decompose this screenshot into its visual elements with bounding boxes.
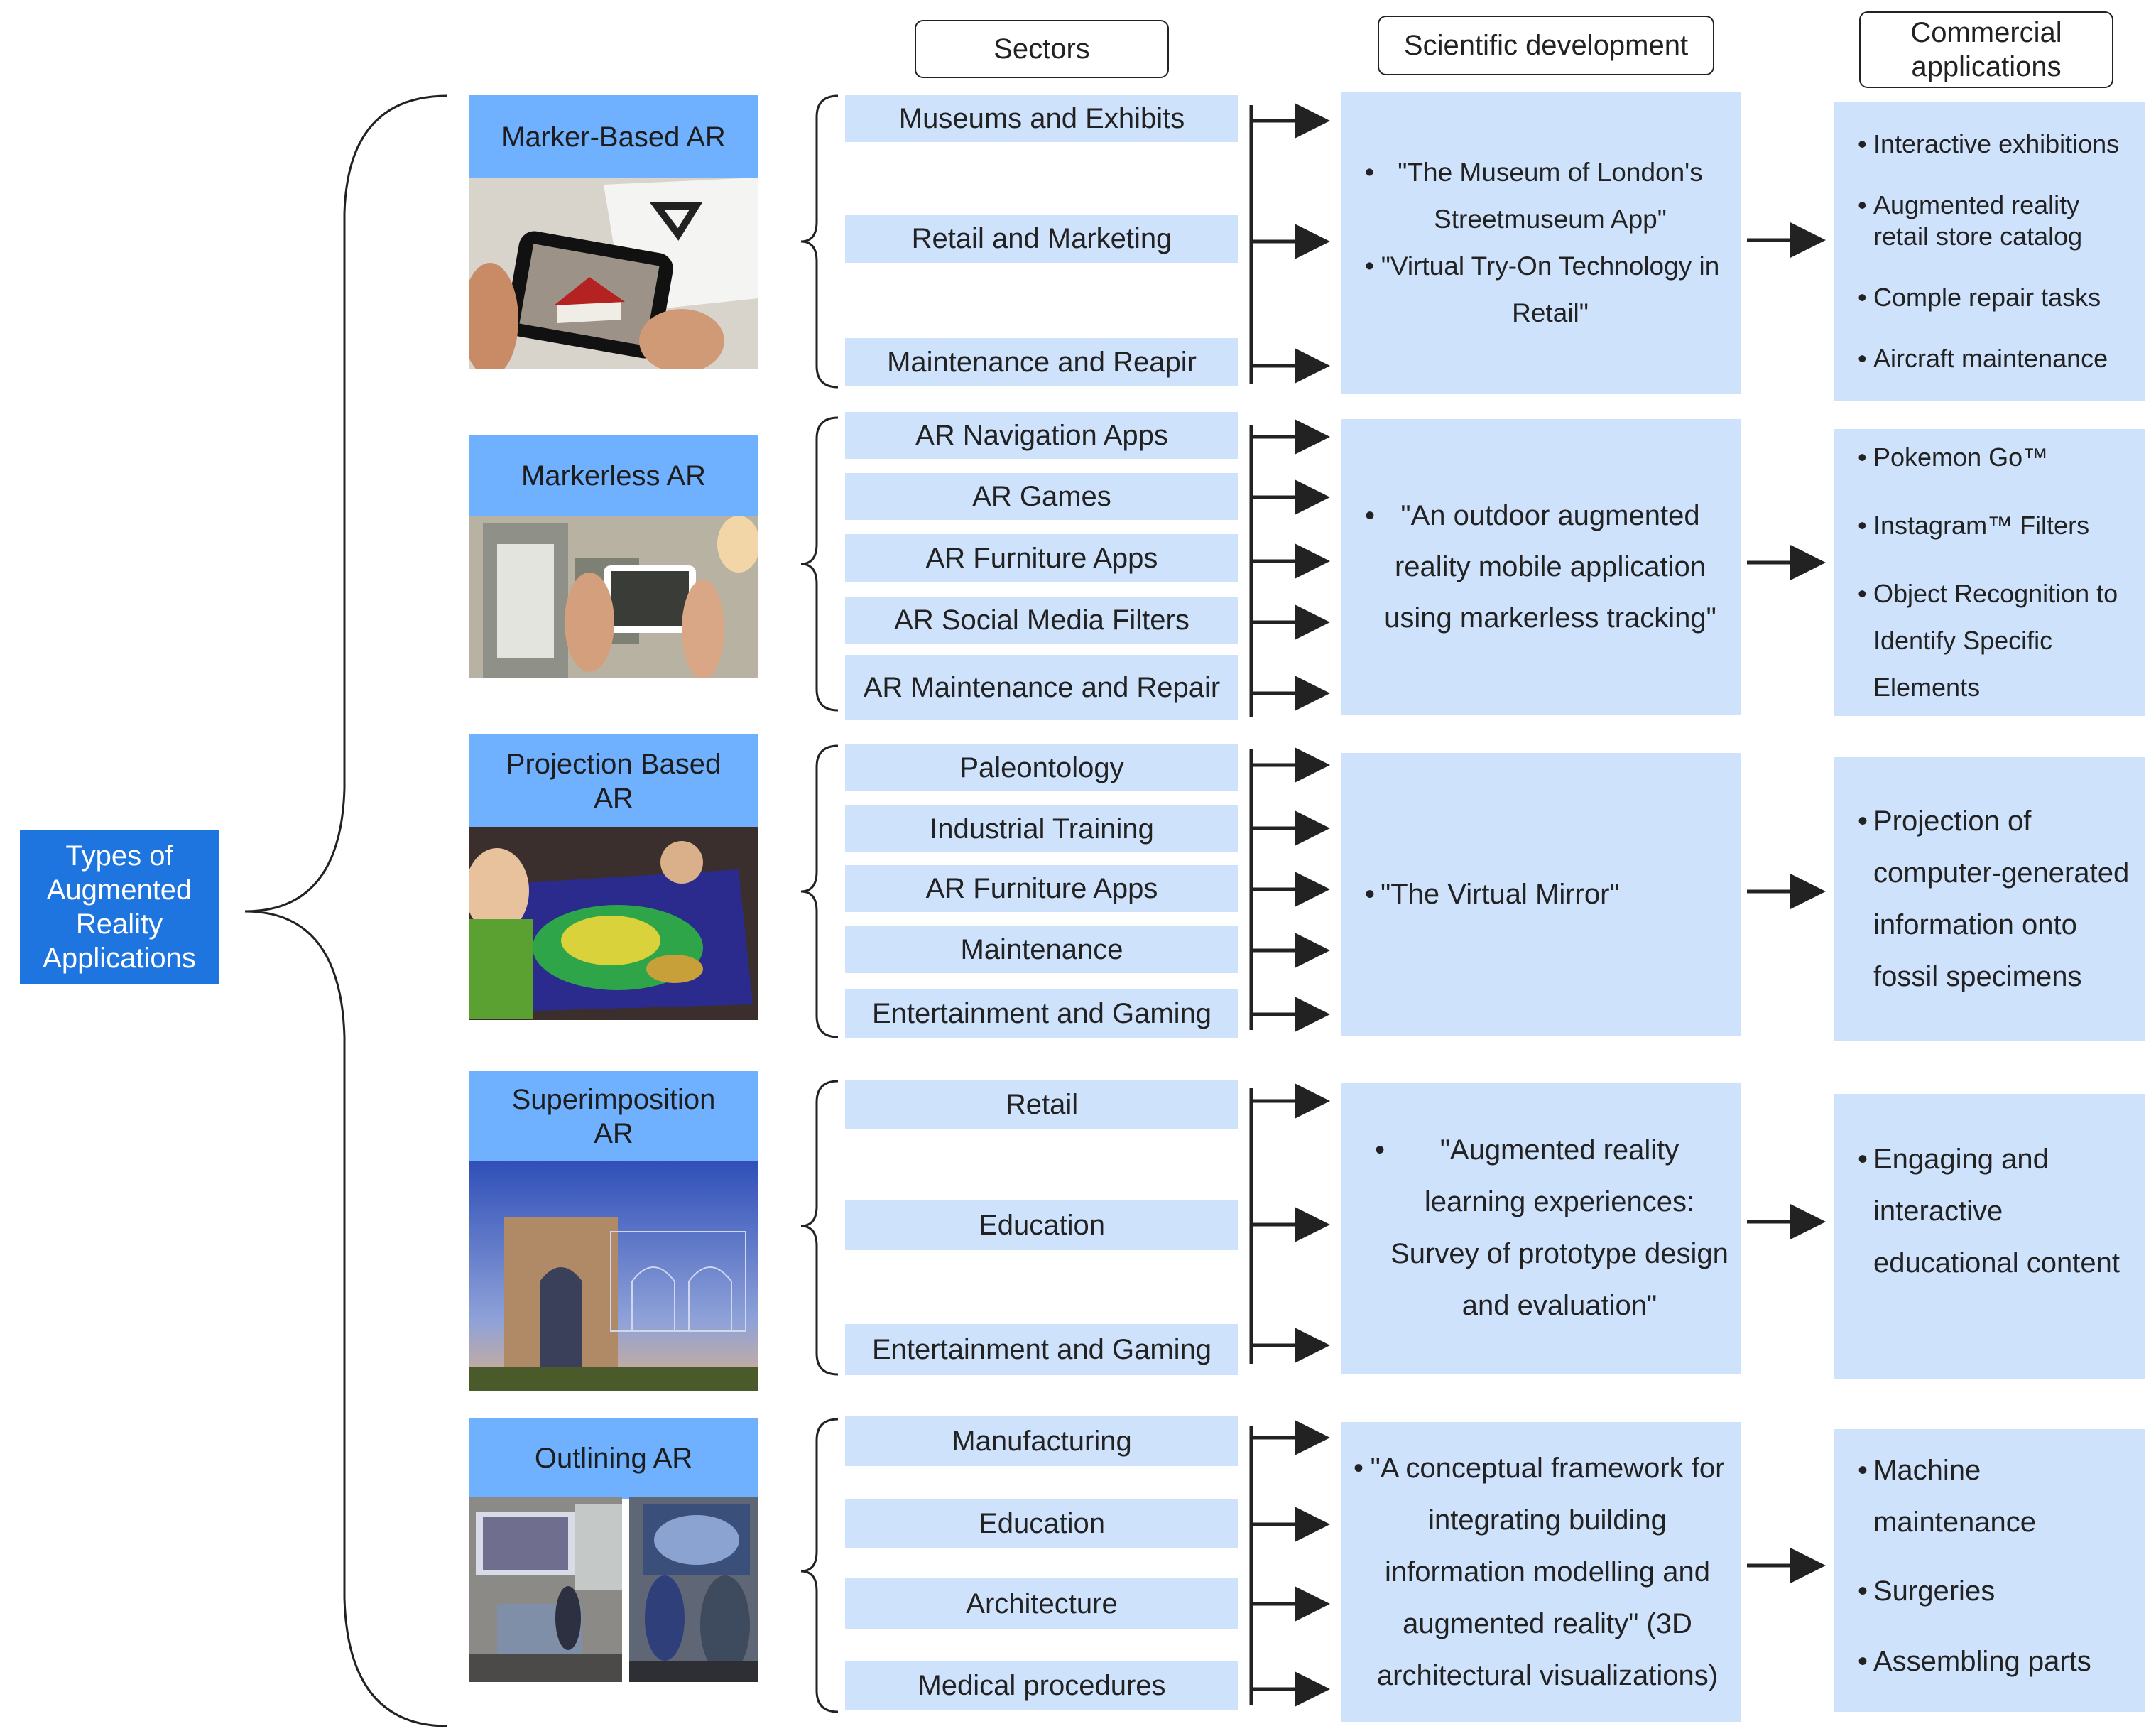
commercial-item: Object Recognition to Identify Specific … (1858, 570, 2138, 711)
commercial-item: Augmented reality retail store catalog (1858, 190, 2138, 252)
sector-item: Architecture (845, 1578, 1238, 1629)
commercial-item: Interactive exhibitions (1858, 129, 2138, 160)
sector-item: AR Social Media Filters (845, 597, 1238, 644)
commercial-item: Instagram™ Filters (1858, 502, 2138, 549)
sector-brace (800, 1080, 839, 1376)
commercial-box-superimposition: Engaging and interactive educational con… (1834, 1094, 2145, 1379)
scientific-item: "Virtual Try-On Technology in Retail" (1365, 243, 1720, 337)
sector-brace (800, 744, 839, 1038)
scientific-item: "The Museum of London's Streetmuseum App… (1365, 149, 1720, 243)
type-title-superimposition: Superimposition AR (469, 1071, 758, 1162)
commercial-item: Pokemon Go™ (1858, 434, 2138, 481)
marker-based-photo (469, 178, 758, 369)
outlining-photo-left (469, 1497, 622, 1682)
superimposition-photo (469, 1161, 758, 1391)
commercial-item: Assembling parts (1858, 1636, 2138, 1688)
sector-brace (800, 1418, 839, 1713)
scientific-box-outlining: "A conceptual framework for integrating … (1341, 1422, 1741, 1722)
sector-item: AR Navigation Apps (845, 412, 1238, 459)
sector-item: Medical procedures (845, 1661, 1238, 1710)
scientific-item: "The Virtual Mirror" (1365, 869, 1620, 920)
header-scientific-development: Scientific development (1378, 16, 1714, 75)
sector-item: Retail (845, 1080, 1238, 1129)
commercial-item: Machine maintenance (1858, 1445, 2138, 1548)
scientific-box-marker-based: "The Museum of London's Streetmuseum App… (1341, 92, 1741, 394)
sector-brace (800, 94, 839, 389)
type-title-markerless: Markerless AR (469, 435, 758, 517)
markerless-photo (469, 516, 758, 678)
scientific-item: "An outdoor augmented reality mobile app… (1365, 490, 1720, 644)
commercial-item: Aircraft maintenance (1858, 343, 2138, 374)
header-sectors: Sectors (915, 20, 1169, 78)
sector-item: Education (845, 1499, 1238, 1548)
sector-item: AR Furniture Apps (845, 534, 1238, 582)
outlining-photo-right (629, 1497, 758, 1682)
scientific-item: "Augmented reality learning experiences:… (1375, 1124, 1728, 1332)
sector-item: Retail and Marketing (845, 215, 1238, 263)
sector-item: AR Furniture Apps (845, 865, 1238, 912)
root-brace (244, 94, 448, 1727)
scientific-box-projection-based: "The Virtual Mirror" (1341, 753, 1741, 1036)
type-title-outlining: Outlining AR (469, 1418, 758, 1499)
sector-item: Maintenance (845, 926, 1238, 973)
scientific-box-superimposition: "Augmented reality learning experiences:… (1341, 1083, 1741, 1374)
commercial-box-marker-based: Interactive exhibitions Augmented realit… (1834, 102, 2145, 401)
commercial-item: Projection of computer-generated informa… (1858, 796, 2138, 1003)
scientific-box-markerless: "An outdoor augmented reality mobile app… (1341, 419, 1741, 715)
sector-brace (800, 416, 839, 712)
sector-item: Industrial Training (845, 805, 1238, 852)
scientific-item: "A conceptual framework for integrating … (1354, 1443, 1726, 1702)
sector-item: AR Maintenance and Repair (845, 655, 1238, 720)
sector-item: Entertainment and Gaming (845, 989, 1238, 1038)
sector-item: AR Games (845, 473, 1238, 520)
sector-item: Paleontology (845, 744, 1238, 791)
sector-item: Education (845, 1200, 1238, 1250)
sector-item: Entertainment and Gaming (845, 1324, 1238, 1375)
sector-item: Museums and Exhibits (845, 95, 1238, 142)
root-node: Types of Augmented Reality Applications (20, 830, 219, 984)
commercial-item: Surgeries (1858, 1566, 2138, 1617)
sector-item: Maintenance and Reapir (845, 338, 1238, 386)
commercial-item: Engaging and interactive educational con… (1858, 1134, 2138, 1289)
commercial-box-markerless: Pokemon Go™ Instagram™ Filters Object Re… (1834, 429, 2145, 716)
commercial-box-outlining: Machine maintenance Surgeries Assembling… (1834, 1429, 2145, 1712)
type-title-projection-based: Projection Based AR (469, 734, 758, 828)
sector-item: Manufacturing (845, 1416, 1238, 1466)
commercial-box-projection-based: Projection of computer-generated informa… (1834, 757, 2145, 1041)
commercial-item: Comple repair tasks (1858, 282, 2138, 313)
header-commercial-applications: Commercial applications (1859, 11, 2113, 88)
type-title-marker-based: Marker-Based AR (469, 95, 758, 179)
projection-based-photo (469, 827, 758, 1020)
